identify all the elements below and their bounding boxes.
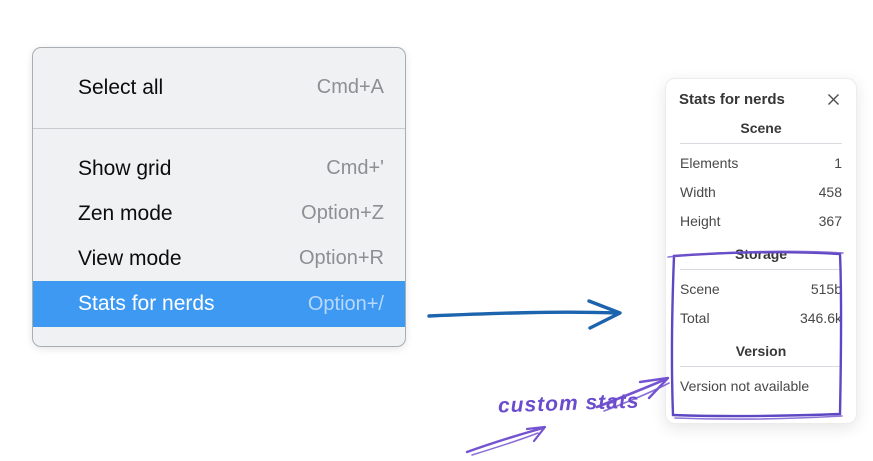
menu-item-label: Zen mode [78,201,173,225]
stat-value: 458 [818,183,842,200]
menu-item-label: Stats for nerds [78,292,215,315]
stat-label: Width [680,183,716,200]
section-divider [680,143,842,144]
section-divider [680,366,842,367]
menu-section-bottom: Show grid Cmd+' Zen mode Option+Z View m… [33,129,405,327]
menu-item-shortcut: Option+/ [307,292,384,315]
stat-label: Scene [680,280,720,297]
stat-label: Height [680,212,721,229]
menu-item-shortcut: Option+R [298,247,384,269]
annotation-arrow-small-shaft2 [471,432,539,456]
stats-section-version: Version Version not available [679,343,843,400]
menu-item-label: Select all [78,75,164,99]
blue-arrow [427,299,622,330]
menu-separator [33,128,405,129]
stats-section-storage: Storage Scene 515b Total 346.6k [679,246,843,332]
stat-row: Total 346.6k [679,303,843,332]
stat-row: Width 458 [679,177,843,206]
stat-value: 367 [818,212,842,229]
stat-label: Elements [680,154,739,171]
stat-row: Elements 1 [679,148,843,177]
stats-panel-title: Stats for nerds [679,91,785,108]
context-menu: Select all Cmd+A Show grid Cmd+' Zen mod… [32,47,406,347]
stats-section-scene: Scene Elements 1 Width 458 Height 367 [679,120,843,235]
menu-item-show-grid[interactable]: Show grid Cmd+' [33,146,405,191]
stat-value: 1 [834,154,842,171]
annotation-arrow-small-shaft [465,426,545,454]
blue-arrow-shaft [427,310,620,318]
menu-item-shortcut: Option+Z [301,202,384,224]
custom-stats-annotation: custom stats [497,389,640,418]
menu-item-shortcut: Cmd+' [326,157,384,179]
menu-item-select-all[interactable]: Select all Cmd+A [33,65,405,110]
section-divider [680,269,842,270]
stat-label: Version not available [680,377,810,394]
menu-item-shortcut: Cmd+A [316,76,384,98]
annotation-arrow-small [465,425,547,456]
close-icon[interactable] [824,90,843,109]
menu-section-top: Select all Cmd+A [33,48,405,128]
section-title: Scene [740,120,782,136]
annotation-arrowhead-icon [638,376,670,400]
menu-item-zen-mode[interactable]: Zen mode Option+Z [33,191,405,236]
menu-item-label: Show grid [78,156,172,180]
stat-value: 346.6k [799,309,842,326]
stat-row: Height 367 [679,206,843,235]
section-title: Storage [734,246,788,262]
annotation-arrowhead-icon [525,425,547,443]
section-title: Version [735,343,787,359]
menu-item-label: View mode [78,246,182,270]
stat-value: 515b [810,280,842,297]
blue-arrowhead-icon [587,299,622,330]
stat-label: Total [680,309,710,326]
menu-item-view-mode[interactable]: View mode Option+R [33,236,405,281]
stats-panel: Stats for nerds Scene Elements 1 Width 4… [665,78,857,424]
menu-item-stats-for-nerds[interactable]: Stats for nerds Option+/ [33,281,405,327]
stat-row: Scene 515b [679,274,843,303]
stat-row: Version not available [679,371,843,400]
